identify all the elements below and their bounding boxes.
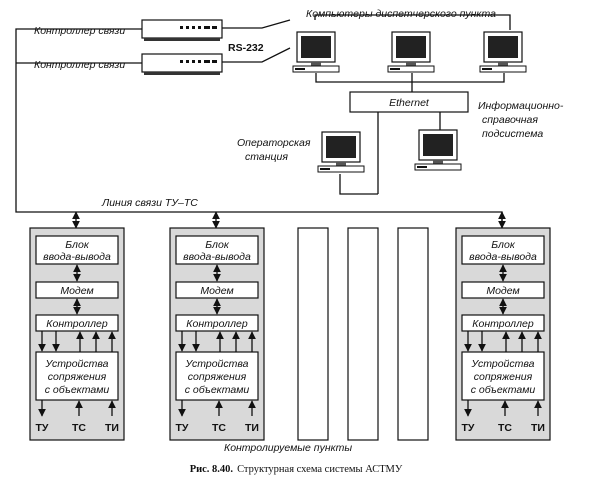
station-1: Блокввода-выводаМодемКонтроллерУстройств… (29, 227, 125, 441)
tu-label: ТУ (36, 422, 49, 434)
modem-box (35, 281, 119, 299)
computer-monitor-icon (317, 131, 365, 173)
operator-station-line-1: Операторская (237, 137, 311, 149)
block-io-label: Блок (65, 239, 90, 251)
modem-box (461, 281, 545, 299)
dispatch-to-ethernet (315, 73, 505, 92)
dispatch-computer-3 (479, 31, 527, 73)
controller-label: Контроллер (46, 318, 108, 330)
interface-label: Устройства (185, 358, 249, 370)
caption-prefix: Рис. 8.40. (190, 464, 234, 475)
computer-monitor-icon (414, 129, 462, 171)
info-subsystem-line-1: Информационно- (478, 100, 564, 112)
controller-label-1: Контроллер связи (34, 25, 125, 37)
figure-caption: Рис. 8.40.Структурная схема системы АСТМ… (190, 464, 403, 475)
ts-label: ТС (72, 422, 86, 434)
computer-monitor-icon (479, 31, 527, 73)
interface-label: Устройства (471, 358, 535, 370)
modem-label: Модем (60, 285, 93, 297)
info-subsystem-line-2: справочная (482, 114, 538, 126)
info-subsystem-line-3: подсистема (482, 128, 543, 140)
station-2: Блокввода-выводаМодемКонтроллерУстройств… (169, 227, 265, 441)
controller2-link (222, 47, 291, 63)
placeholder-column-2 (347, 227, 379, 441)
controlled-points-label: Контролируемые пункты (224, 442, 352, 454)
computer-monitor-icon (292, 31, 340, 73)
ethernet-branches (377, 112, 441, 194)
block-io-label: ввода-вывода (183, 251, 251, 263)
ti-label: ТИ (245, 422, 259, 434)
block-io-label: ввода-вывода (469, 251, 537, 263)
placeholder-column-3 (397, 227, 429, 441)
network-controller-icon (141, 19, 223, 42)
interface-label: сопряжения (48, 371, 107, 383)
controller-box (175, 314, 259, 332)
controller-label: Контроллер (186, 318, 248, 330)
ethernet-label: Ethernet (389, 97, 430, 109)
ti-label: ТИ (531, 422, 545, 434)
placeholder-column-1 (297, 227, 329, 441)
block-io-box (175, 235, 259, 265)
interface-label: с объектами (45, 384, 110, 396)
controller-label: Контроллер (472, 318, 534, 330)
object-interface-box (35, 351, 119, 401)
tu-label: ТУ (176, 422, 189, 434)
ethernet-hub (349, 91, 469, 113)
operator-station-line-2: станция (245, 151, 288, 163)
dispatch-computers-label: Компьютеры диспетчерского пункта (306, 8, 496, 20)
controller-box (461, 314, 545, 332)
interface-label: Устройства (45, 358, 109, 370)
interface-label: сопряжения (474, 371, 533, 383)
block-io-box (35, 235, 119, 265)
controlled-stations: Блокввода-выводаМодемКонтроллерУстройств… (29, 227, 551, 441)
station-3: Блокввода-выводаМодемКонтроллерУстройств… (455, 227, 551, 441)
info-subsystem-computer (414, 129, 462, 171)
block-io-label: Блок (491, 239, 516, 251)
block-io-box (461, 235, 545, 265)
ti-label: ТИ (105, 422, 119, 434)
interface-label: с объектами (185, 384, 250, 396)
operator-station-computer (317, 131, 365, 173)
network-controller-icon (141, 53, 223, 76)
interface-label: сопряжения (188, 371, 247, 383)
operator-link (339, 174, 378, 195)
dispatch-computer-2 (387, 31, 435, 73)
modem-box (175, 281, 259, 299)
controller-box (35, 314, 119, 332)
tu-ts-line-label: Линия связи ТУ–ТС (101, 197, 198, 209)
dispatch-computer-1 (292, 31, 340, 73)
comm-controller-2: Контроллер связи (34, 53, 223, 76)
controller1-link (222, 19, 291, 29)
controller-label-2: Контроллер связи (34, 59, 125, 71)
tu-label: ТУ (462, 422, 475, 434)
block-io-label: Блок (205, 239, 230, 251)
ts-label: ТС (498, 422, 512, 434)
modem-label: Модем (200, 285, 233, 297)
computer-monitor-icon (387, 31, 435, 73)
rs232-label: RS-232 (228, 42, 264, 54)
object-interface-box (461, 351, 545, 401)
comm-controller-1: Контроллер связи (34, 19, 223, 42)
block-io-label: ввода-вывода (43, 251, 111, 263)
interface-label: с объектами (471, 384, 536, 396)
object-interface-box (175, 351, 259, 401)
modem-label: Модем (486, 285, 519, 297)
dispatch-bus (314, 14, 511, 30)
caption-text: Структурная схема системы АСТМУ (237, 464, 403, 475)
ts-label: ТС (212, 422, 226, 434)
